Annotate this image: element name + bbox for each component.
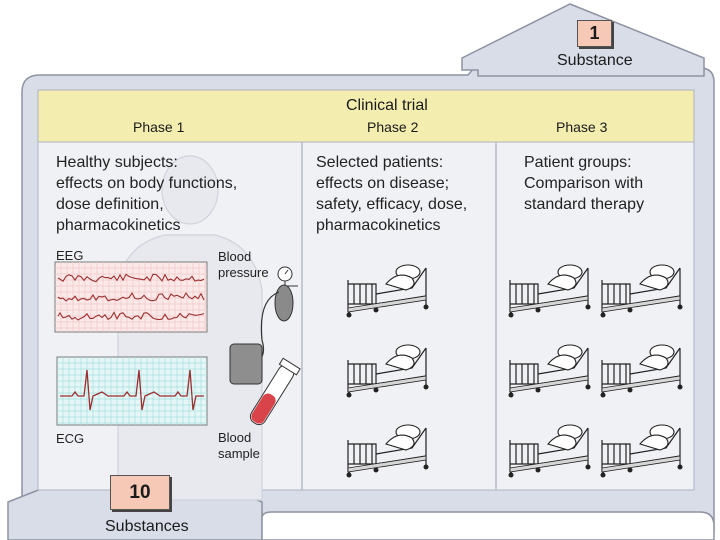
phase-label-2: Phase 2 <box>367 119 419 135</box>
phase1-description: Healthy subjects: effects on body functi… <box>56 154 238 234</box>
trial-title: Clinical trial <box>346 97 428 114</box>
phase-label-3: Phase 3 <box>556 119 608 135</box>
blood-sample-label: Blood sample <box>218 430 260 461</box>
substance-label-top: Substance <box>557 52 633 69</box>
trial-header <box>37 89 695 143</box>
bottom-strip <box>261 511 715 540</box>
hospital-bed-icon <box>346 264 429 318</box>
ecg-chart <box>56 356 208 426</box>
hospital-bed-icon <box>600 264 683 318</box>
hospital-bed-icon <box>508 424 591 478</box>
hospital-bed-icon <box>508 344 591 398</box>
substance-count-top: 1 <box>577 20 612 47</box>
hospital-bed-icon <box>346 344 429 398</box>
substance-count-bottom: 10 <box>110 475 170 510</box>
eeg-chart <box>54 261 208 333</box>
blood-pressure-device <box>229 266 298 385</box>
eeg-label: EEG <box>56 248 84 263</box>
blood-pressure-label: Blood pressure <box>218 249 269 280</box>
hospital-bed-icon <box>508 264 591 318</box>
hospital-bed-icon <box>600 344 683 398</box>
substance-label-bottom: Substances <box>105 518 189 535</box>
phase-label-1: Phase 1 <box>133 119 185 135</box>
hospital-bed-icon <box>600 424 683 478</box>
hospital-bed-icon <box>346 424 429 478</box>
phase2-description: Selected patients: effects on disease; s… <box>316 154 468 234</box>
blood-sample-tube <box>249 357 301 426</box>
ecg-label: ECG <box>56 431 85 446</box>
phase3-description: Patient groups: Comparison with standard… <box>524 154 645 213</box>
